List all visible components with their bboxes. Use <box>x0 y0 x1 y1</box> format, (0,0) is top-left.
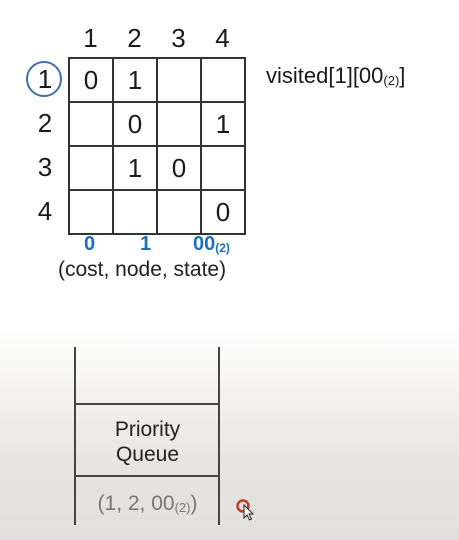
queue-divider-top <box>74 403 220 405</box>
visited-text: visited[1][00 <box>266 63 384 88</box>
queue-entry-suffix: ) <box>190 492 198 515</box>
matrix-cell: 0 <box>200 189 246 235</box>
matrix-cell: 0 <box>68 57 114 103</box>
col-header-3: 3 <box>171 23 186 53</box>
visited-suffix: ] <box>399 63 406 88</box>
row-highlight-circle <box>26 61 62 97</box>
tuple-state: 00(2) <box>193 231 230 259</box>
adjacency-matrix: 0 1 0 1 1 0 0 <box>68 57 246 235</box>
matrix-row: 1 0 <box>68 145 246 191</box>
matrix-row: 0 1 <box>68 57 246 103</box>
queue-entry: (1, 2, 00(2)) <box>76 490 219 520</box>
priority-queue-label-line2: Queue <box>115 443 180 466</box>
row-header-3: 3 <box>37 152 53 182</box>
matrix-cell <box>200 145 246 191</box>
matrix-cell: 1 <box>112 145 158 191</box>
matrix-cell <box>156 57 202 103</box>
mouse-pointer-icon <box>236 499 255 521</box>
row-header-2: 2 <box>37 108 53 138</box>
matrix-cell <box>156 189 202 235</box>
col-header-1: 1 <box>83 23 98 53</box>
tuple-node: 1 <box>140 233 152 255</box>
row-header-4: 4 <box>37 196 53 226</box>
tuple-cost: 0 <box>84 233 96 255</box>
queue-right-wall <box>218 347 220 525</box>
matrix-cell: 0 <box>156 145 202 191</box>
matrix-cell: 1 <box>200 101 246 147</box>
tuple-state-sub: (2) <box>215 241 230 255</box>
col-header-2: 2 <box>127 23 142 53</box>
queue-entry-sub: (2) <box>174 500 191 515</box>
matrix-row: 0 1 <box>68 101 246 147</box>
visited-label: visited[1][00(2)] <box>266 61 405 94</box>
matrix-cell <box>112 189 158 235</box>
matrix-cell <box>156 101 202 147</box>
matrix-cell <box>68 189 114 235</box>
matrix-cell <box>68 101 114 147</box>
priority-queue-label: Priority Queue <box>76 417 219 467</box>
col-header-4: 4 <box>215 23 230 53</box>
tuple-caption: (cost, node, state) <box>58 258 227 281</box>
matrix-row: 0 <box>68 189 246 235</box>
priority-queue-label-line1: Priority <box>114 418 181 441</box>
visited-sub: (2) <box>383 73 400 88</box>
tuple-state-value: 00 <box>193 233 216 255</box>
row-header-1: 1 <box>37 64 53 94</box>
queue-entry-prefix: (1, 2, 00 <box>97 492 175 515</box>
queue-divider-bottom <box>74 475 220 477</box>
queue-left-wall <box>74 347 76 525</box>
matrix-cell <box>200 57 246 103</box>
matrix-cell: 1 <box>112 57 158 103</box>
matrix-cell: 0 <box>112 101 158 147</box>
matrix-cell <box>68 145 114 191</box>
